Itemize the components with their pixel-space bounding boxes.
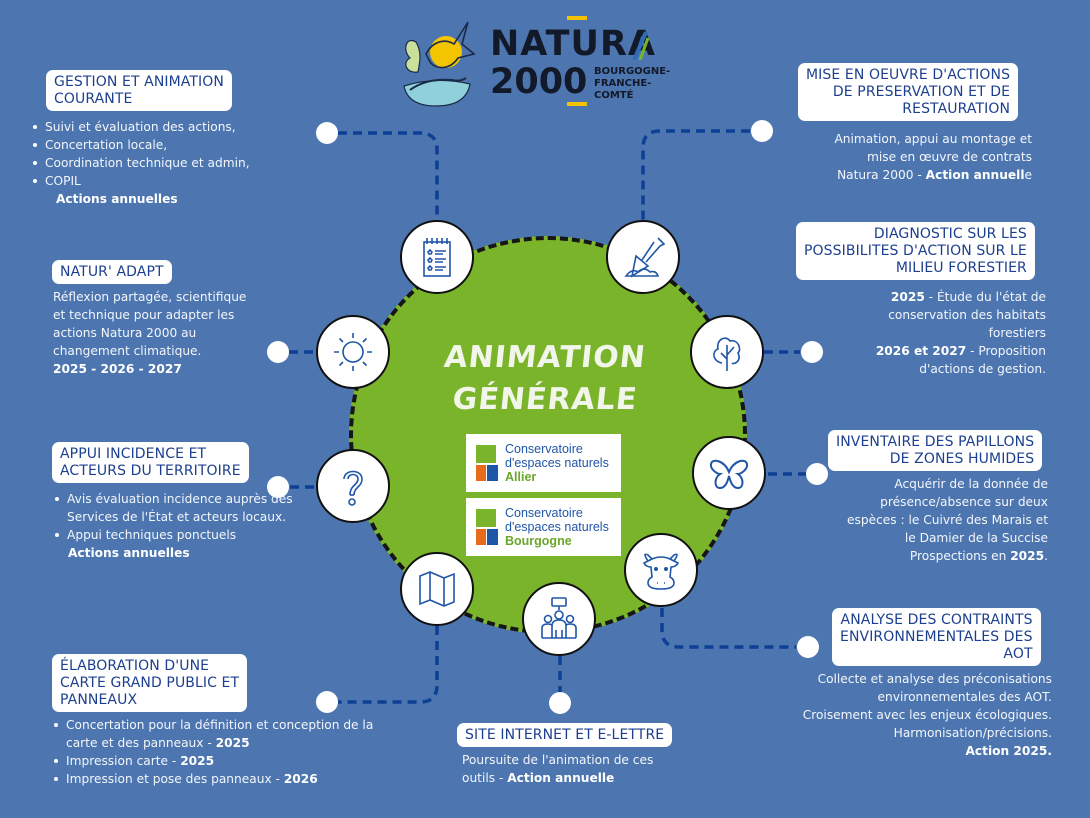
- site-internet-description: Poursuite de l'animation de ces outils -…: [462, 753, 654, 785]
- center-title-line-1: ANIMATION: [442, 340, 648, 375]
- carte-description: Concertation pour la définition et conce…: [53, 716, 393, 788]
- gestion-bullet: Coordination technique et admin,: [32, 154, 332, 172]
- diagnostic-description: 2025 - Étude du l'état de conservation d…: [875, 290, 1046, 376]
- tree-icon: [713, 337, 741, 371]
- partner-logo-allier: Conservatoire d'espaces naturels Allier: [466, 434, 621, 492]
- connector-dot-carte: [316, 691, 338, 713]
- sun-icon: [334, 333, 372, 371]
- aot-title: ANALYSE DES CONTRAINTS ENVIRONNEMENTALES…: [832, 608, 1041, 666]
- appui-bullet: Appui techniques ponctuels: [54, 526, 294, 544]
- connector-dot-natur-adapt: [267, 341, 289, 363]
- appui-incidence-description: Avis évaluation incidence auprès des Ser…: [54, 490, 294, 562]
- aot-icon-circle: [624, 533, 698, 607]
- carte-title: ÉLABORATION D'UNE CARTE GRAND PUBLIC ET …: [52, 654, 248, 712]
- logo-number: 2000: [490, 62, 588, 102]
- gestion-bullet: Suivi et évaluation des actions,: [32, 118, 332, 136]
- aot-footer: Action 2025.: [965, 744, 1052, 758]
- gestion-title: GESTION ET ANIMATION COURANTE: [46, 70, 232, 111]
- appui-incidence-title: APPUI INCIDENCE ET ACTEURS DU TERRITOIRE: [52, 442, 249, 483]
- gestion-bullet: Concertation locale,: [32, 136, 332, 154]
- aot-description: Collecte et analyse des préconisations e…: [770, 670, 1052, 760]
- connector-dot-gestion: [316, 122, 338, 144]
- cow-icon: [642, 553, 680, 590]
- appui-incidence-icon-circle: [316, 449, 390, 523]
- appui-bullet: Avis évaluation incidence auprès des Ser…: [54, 490, 294, 526]
- center-title-line-2: GÉNÉRALE: [450, 382, 640, 417]
- carte-bullet: Concertation pour la définition et conce…: [53, 716, 393, 752]
- question-mark-icon: [343, 470, 363, 506]
- papillons-description: Acquérir de la donnée de présence/absenc…: [847, 477, 1048, 563]
- notepad-checklist-icon: [423, 238, 451, 277]
- connector-dot-diagnostic: [801, 341, 823, 363]
- gestion-description: Suivi et évaluation des actions, Concert…: [32, 118, 332, 208]
- mise-en-oeuvre-description: Animation, appui au montage et mise en œ…: [834, 132, 1032, 182]
- natur-adapt-title: NATUR' ADAPT: [52, 260, 172, 284]
- natur-adapt-description: Réflexion partagée, scientifique et tech…: [53, 288, 293, 378]
- diagnostic-title: DIAGNOSTIC SUR LES POSSIBILITES D'ACTION…: [796, 222, 1035, 280]
- mise-en-oeuvre-title: MISE EN OEUVRE D'ACTIONS DE PRESERVATION…: [798, 63, 1019, 121]
- connector-dot-mise-en-oeuvre: [751, 120, 773, 142]
- papillons-title: INVENTAIRE DES PAPILLONS DE ZONES HUMIDE…: [828, 430, 1043, 471]
- gestion-footer: Actions annuelles: [56, 192, 178, 206]
- partner-logo-bourgogne: Conservatoire d'espaces naturels Bourgog…: [466, 498, 621, 556]
- butterfly-icon: [709, 459, 749, 490]
- connector-dot-aot: [797, 636, 819, 658]
- connector-dot-site-internet: [549, 692, 571, 714]
- connector-dot-appui-incidence: [267, 476, 289, 498]
- gestion-bullet: COPIL: [32, 172, 332, 190]
- papillons-icon-circle: [692, 436, 766, 510]
- natur-adapt-icon-circle: [316, 315, 390, 389]
- site-internet-title: SITE INTERNET ET E-LETTRE: [457, 723, 673, 747]
- connector-dot-papillons: [806, 463, 828, 485]
- gestion-icon-circle: [400, 220, 474, 294]
- logo-word: NATURA: [490, 24, 656, 64]
- cen-bourgogne-logo-icon: [476, 509, 498, 545]
- shovel-icon: [624, 237, 666, 278]
- natur-adapt-years: 2025 - 2026 - 2027: [53, 362, 182, 376]
- site-internet-icon-circle: [522, 582, 596, 656]
- cen-allier-logo-icon: [476, 445, 498, 481]
- logo-region: BOURGOGNE- FRANCHE- COMTÉ: [594, 66, 671, 101]
- reed-icon: [632, 31, 650, 60]
- diagnostic-icon-circle: [690, 315, 764, 389]
- carte-icon-circle: [400, 552, 474, 626]
- folded-map-icon: [419, 571, 455, 607]
- group-discussion-icon: [541, 597, 577, 639]
- natura-emblem-icon: [403, 21, 476, 107]
- carte-bullet: Impression carte - 2025: [53, 752, 393, 770]
- appui-footer: Actions annuelles: [68, 546, 190, 560]
- carte-bullet: Impression et pose des panneaux - 2026: [53, 770, 393, 788]
- mise-en-oeuvre-icon-circle: [606, 220, 680, 294]
